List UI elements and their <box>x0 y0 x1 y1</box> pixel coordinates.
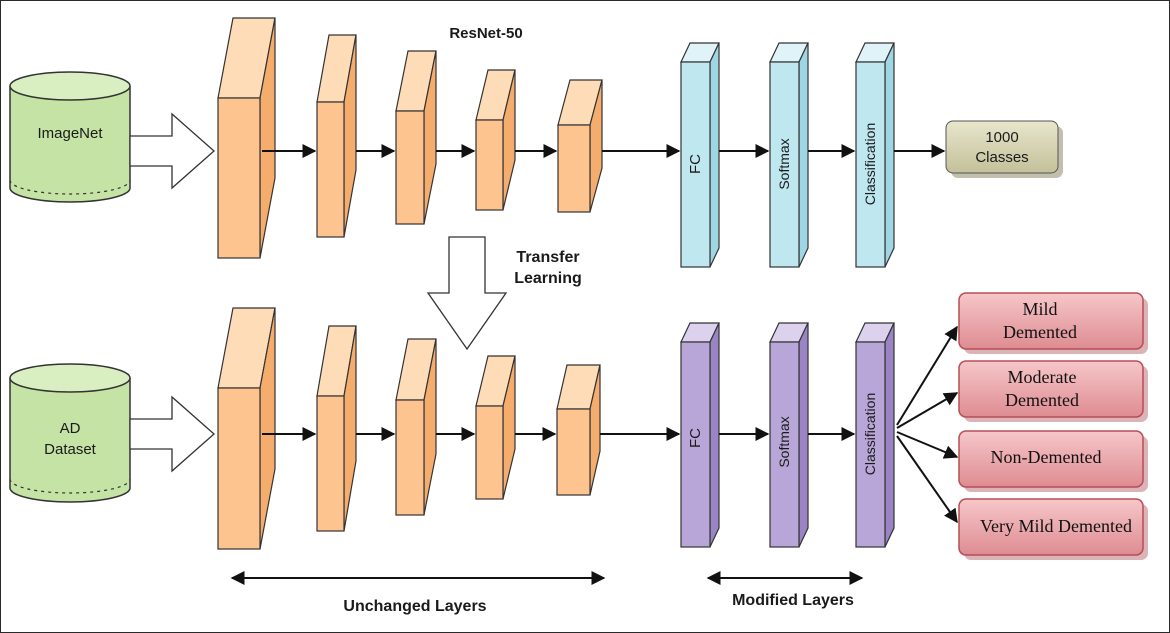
dataset-cylinder-top <box>9 363 131 393</box>
conv-block-top-4 <box>475 69 516 211</box>
conv-block-bottom-1 <box>217 307 276 550</box>
transfer-label-line1: Transfer <box>516 249 579 266</box>
output-1000-line2: Classes <box>975 149 1028 166</box>
conv-block-top-2 <box>316 34 357 238</box>
imagenet-label: ImageNet <box>37 125 103 142</box>
output-mild-line2: Demented <box>1003 322 1077 342</box>
dataset-cylinder-body <box>9 378 131 503</box>
transfer-learning-arrow <box>426 236 508 351</box>
fc-layer-top: FC <box>680 42 720 268</box>
ad-dataset-line1: AD <box>60 420 81 437</box>
output-mild-line1: Mild <box>1022 299 1057 319</box>
ad-dataset-cylinder: AD Dataset <box>9 363 131 503</box>
output-non-line1: Non-Demented <box>991 447 1102 467</box>
conv-block-bottom-2 <box>316 325 357 532</box>
dataset-cylinder-dashes <box>9 179 131 195</box>
output-very-mild-demented: Very Mild Demented <box>958 498 1148 560</box>
output-moderate-line2: Demented <box>1005 390 1079 410</box>
dataset-cylinder-top <box>9 71 131 101</box>
hollow-arrow-top <box>129 112 215 190</box>
conv-block-bottom-3 <box>395 338 437 516</box>
softmax-layer-top: Softmax <box>769 42 809 268</box>
arrow-to-non-demented <box>896 431 959 459</box>
conv-block-top-1 <box>217 17 276 259</box>
transfer-label-line2: Learning <box>514 270 582 287</box>
conv-block-bottom-4 <box>475 355 516 500</box>
conv-block-top-5 <box>557 79 603 213</box>
output-moderate-demented: Moderate Demented <box>958 360 1148 422</box>
classification-label-top: Classification <box>862 123 878 205</box>
output-1000-line1: 1000 <box>985 129 1018 146</box>
resnet-title: ResNet-50 <box>449 25 522 42</box>
output-mild-demented: Mild Demented <box>958 292 1148 354</box>
softmax-layer-bottom: Softmax <box>769 322 809 548</box>
fc-label-top: FC <box>687 154 704 174</box>
arrow-to-moderate <box>896 392 959 429</box>
output-non-demented: Non-Demented <box>958 430 1148 492</box>
softmax-label-top: Softmax <box>776 138 792 189</box>
softmax-label-bottom: Softmax <box>776 416 792 467</box>
dataset-cylinder-body <box>9 86 131 203</box>
classification-layer-bottom: Classification <box>855 322 895 548</box>
fc-layer-bottom: FC <box>680 322 720 548</box>
output-1000-classes: 1000 Classes <box>945 120 1063 178</box>
classification-label-bottom: Classification <box>862 393 878 475</box>
output-moderate-line1: Moderate <box>1008 367 1077 387</box>
conv-block-bottom-5 <box>556 364 601 496</box>
output-very-mild-line1: Very Mild Demented <box>980 516 1132 536</box>
arrow-to-very-mild <box>896 435 958 524</box>
imagenet-dataset-cylinder: ImageNet <box>9 71 131 203</box>
classification-layer-top: Classification <box>855 42 895 268</box>
dataset-cylinder-dashes <box>9 478 131 494</box>
unchanged-layers-label: Unchanged Layers <box>343 598 486 615</box>
ad-dataset-line2: Dataset <box>44 441 97 458</box>
conv-block-top-3 <box>395 50 437 225</box>
modified-layers-label: Modified Layers <box>732 592 854 609</box>
hollow-arrow-bottom <box>129 395 215 473</box>
arrow-to-mild <box>896 325 958 426</box>
fc-label-bottom: FC <box>687 428 704 448</box>
